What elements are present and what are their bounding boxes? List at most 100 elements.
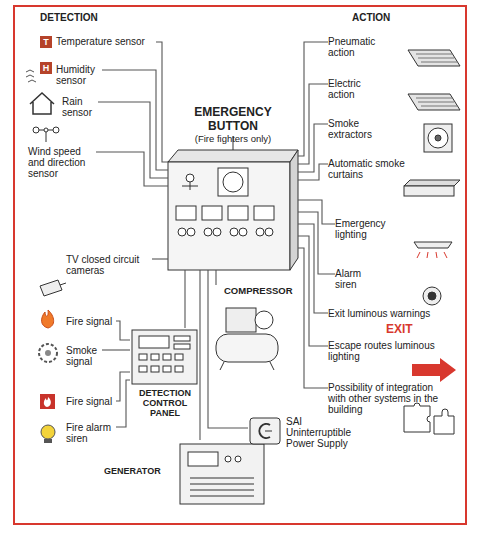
- control-cabinet-drawing-part: [256, 228, 264, 236]
- fire-icon: [42, 310, 54, 328]
- action-label: Automatic smoke curtains: [328, 158, 418, 180]
- compressor-drawing-part: [255, 311, 273, 329]
- ups-drawing-part: [265, 431, 272, 432]
- generator-drawing-part: [225, 456, 231, 462]
- siren-icon: [41, 425, 55, 443]
- node-text: Fire signal: [66, 316, 116, 327]
- wind-icon-part: [44, 128, 48, 132]
- alarm-siren-icon-part: [428, 292, 436, 300]
- connector-line: [298, 248, 328, 388]
- node-text: Exit luminous warnings: [328, 308, 453, 319]
- rain-icon-part: [30, 93, 54, 114]
- control-cabinet-drawing-part: [168, 162, 290, 270]
- detection-panel-drawing-part: [139, 366, 147, 372]
- generator-drawing-part: [235, 456, 241, 462]
- generator: GENERATOR: [100, 440, 268, 506]
- node-text: Electric action: [328, 78, 378, 100]
- detection-panel-drawing-part: [151, 366, 159, 372]
- sensor-label: TV closed circuit cameras: [66, 254, 152, 276]
- sensor-label: Humidity sensor: [56, 64, 102, 86]
- connector-line: [152, 258, 168, 259]
- node-text: Humidity sensor: [56, 64, 102, 86]
- action-label: Possibility of integration with other sy…: [328, 382, 448, 415]
- node-text: Automatic smoke curtains: [328, 158, 418, 180]
- connector-line: [184, 270, 185, 328]
- siren-icon-part: [41, 425, 55, 439]
- detection-panel-drawing: [132, 330, 197, 384]
- detection-panel-drawing-part: [175, 366, 183, 372]
- electric-icon-part: [408, 94, 460, 110]
- node-text: Rain sensor: [62, 96, 98, 118]
- extractor-icon-part: [435, 135, 441, 141]
- node-text: COMPRESSOR: [224, 285, 300, 296]
- detection-panel-drawing-part: [132, 330, 197, 384]
- node-text: Emergency lighting: [335, 218, 415, 240]
- connector-line: [116, 321, 130, 340]
- control-cabinet-drawing: [168, 136, 298, 270]
- extractor-icon-part: [428, 128, 448, 148]
- control-cabinet-drawing-part: [202, 206, 222, 220]
- node-text: Escape routes luminous lighting: [328, 340, 440, 362]
- curtain-icon-part: [404, 186, 454, 196]
- compressor: COMPRESSOR: [210, 285, 300, 373]
- camera-icon-part: [60, 283, 66, 285]
- detection-panel-drawing-part: [151, 354, 159, 360]
- smoke-icon: [39, 344, 57, 362]
- camera-icon: [40, 280, 66, 296]
- connector-line: [102, 349, 130, 350]
- sensor-label: Wind speed and direction sensor: [28, 146, 96, 179]
- pneumatic-icon: [408, 50, 460, 66]
- detection-panel-drawing-part: [175, 354, 183, 360]
- temperature-icon-part: [40, 36, 52, 48]
- control-cabinet-drawing-part: [223, 172, 243, 192]
- ups-drawing: [250, 418, 280, 444]
- action-label: Alarm siren: [335, 268, 375, 290]
- compressor-drawing: [216, 308, 278, 370]
- electric-icon-part: [416, 98, 457, 106]
- temperature-icon: [40, 36, 52, 48]
- alarm-siren-icon: [423, 287, 441, 305]
- extractor-icon-part: [424, 124, 452, 152]
- icon-letter: H: [40, 62, 52, 74]
- exit-sign: EXIT: [386, 322, 413, 336]
- control-cabinet-drawing-part: [239, 228, 247, 236]
- action-label: Emergency lighting: [335, 218, 415, 240]
- action-label: Electric action: [328, 78, 378, 100]
- rain-icon: [30, 93, 54, 114]
- node-text: Possibility of integration with other sy…: [328, 382, 448, 415]
- control-cabinet-drawing-part: [178, 228, 186, 236]
- node-text: Fire alarm siren: [66, 422, 116, 444]
- lighting-icon-part: [414, 242, 452, 248]
- pneumatic-icon-part: [416, 54, 457, 62]
- control-cabinet: EMERGENCY BUTTON(Fire fighters only): [168, 105, 298, 270]
- curtain-icon-part: [404, 180, 460, 186]
- lighting-icon: [414, 242, 452, 258]
- sensor-label: Temperature sensor: [56, 36, 156, 47]
- signal-label: Fire alarm siren: [66, 422, 116, 444]
- page-frame: [14, 6, 466, 524]
- fire-icon-part: [42, 310, 54, 328]
- section-heading: DETECTION: [40, 12, 98, 23]
- ups-drawing-part: [250, 418, 280, 444]
- control-cabinet-drawing-part: [168, 150, 298, 162]
- signal-label: Smoke signal: [66, 345, 102, 367]
- node-text: Smoke signal: [66, 345, 102, 367]
- pneumatic-icon-part: [408, 50, 460, 66]
- ups: SAI Uninterruptible Power Supply: [248, 416, 364, 449]
- control-cabinet-drawing-part: [204, 228, 212, 236]
- node-text: Fire signal: [66, 396, 116, 407]
- fire-alarm-icon: [40, 394, 55, 409]
- action-label: Pneumatic action: [328, 36, 383, 58]
- action-label: Escape routes luminous lighting: [328, 340, 440, 362]
- puzzle-icon: [404, 403, 454, 434]
- node-text: Temperature sensor: [56, 36, 156, 47]
- action-label: Smoke extractors: [328, 118, 383, 140]
- node-text: EMERGENCY BUTTON: [168, 105, 298, 133]
- node-text: TV closed circuit cameras: [66, 254, 152, 276]
- control-cabinet-drawing-part: [176, 206, 196, 220]
- generator-drawing-part: [190, 496, 254, 497]
- control-cabinet-drawing-part: [213, 228, 221, 236]
- sensor-label: Rain sensor: [62, 96, 98, 118]
- connector-line: [98, 102, 168, 178]
- detection-panel-drawing-part: [139, 336, 169, 348]
